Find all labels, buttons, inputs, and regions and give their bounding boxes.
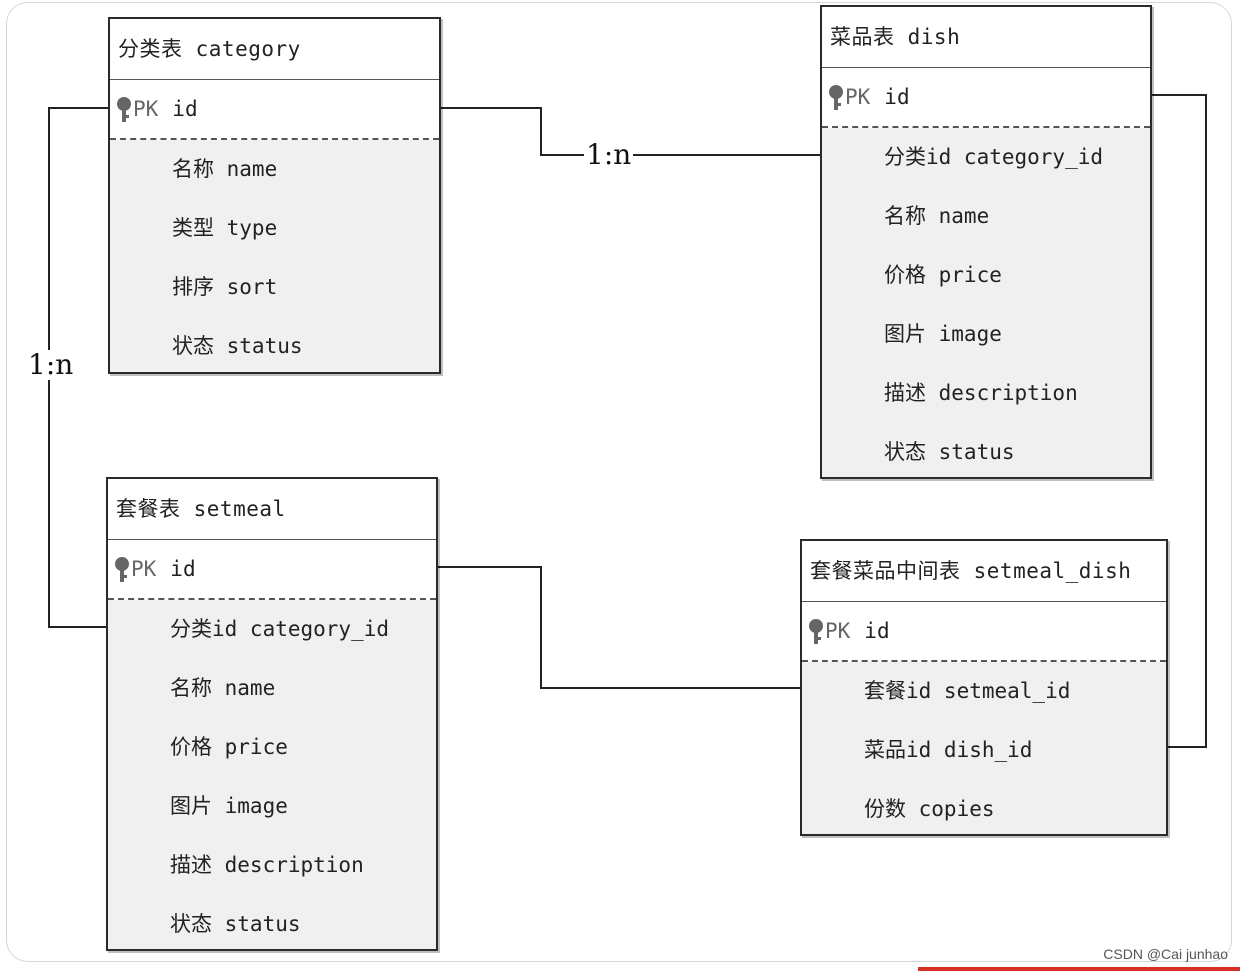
- field-list: 分类id category_id 名称 name 价格 price 图片 ima…: [108, 600, 436, 954]
- table-dish: 菜品表 dish PK id 分类id category_id 名称 name 价…: [820, 5, 1152, 479]
- primary-key-row: PK id: [110, 80, 439, 140]
- field-row: 图片 image: [884, 322, 1002, 346]
- relation-label-category-dish: 1:n: [584, 138, 634, 171]
- field-row: 描述 description: [884, 381, 1078, 405]
- table-title: 套餐菜品中间表 setmeal_dish: [802, 541, 1166, 602]
- field-row: 分类id category_id: [170, 617, 390, 641]
- primary-key-row: PK id: [802, 602, 1166, 662]
- line-category-dish: [440, 107, 821, 156]
- pk-label: PK: [133, 97, 159, 121]
- field-row: 图片 image: [170, 794, 288, 818]
- field-row: 分类id category_id: [884, 145, 1104, 169]
- relation-label-category-setmeal: 1:n: [26, 348, 76, 381]
- field-row: 名称 name: [884, 204, 990, 228]
- field-row: 套餐id setmeal_id: [864, 679, 1071, 703]
- field-row: 价格 price: [170, 735, 288, 759]
- line-setmeal-setmealdish: [438, 566, 801, 689]
- pk-label: PK: [845, 85, 871, 109]
- field-row: 菜品id dish_id: [864, 738, 1033, 762]
- key-icon: [809, 619, 823, 644]
- primary-key-row: PK id: [822, 68, 1150, 128]
- key-icon: [829, 85, 843, 110]
- watermark: CSDN @Cai junhao: [1103, 946, 1228, 962]
- table-title: 套餐表 setmeal: [108, 479, 436, 540]
- field-row: 状态 status: [170, 912, 301, 936]
- table-title: 分类表 category: [110, 19, 439, 80]
- line-dish-setmealdish: [1151, 94, 1207, 748]
- table-title: 菜品表 dish: [822, 7, 1150, 68]
- accent-bar: [918, 967, 1240, 971]
- field-list: 名称 name 类型 type 排序 sort 状态 status: [110, 140, 439, 376]
- pk-field: id: [172, 97, 198, 121]
- field-row: 状态 status: [172, 334, 303, 358]
- pk-field: id: [884, 85, 910, 109]
- pk-field: id: [170, 557, 196, 581]
- field-list: 分类id category_id 名称 name 价格 price 图片 ima…: [822, 128, 1150, 482]
- field-row: 份数 copies: [864, 797, 995, 821]
- field-row: 状态 status: [884, 440, 1015, 464]
- key-icon: [117, 97, 131, 122]
- field-row: 排序 sort: [172, 275, 278, 299]
- field-row: 名称 name: [170, 676, 276, 700]
- key-icon: [115, 557, 129, 582]
- pk-field: id: [864, 619, 890, 643]
- pk-label: PK: [131, 557, 157, 581]
- field-row: 描述 description: [170, 853, 364, 877]
- field-row: 价格 price: [884, 263, 1002, 287]
- table-setmeal: 套餐表 setmeal PK id 分类id category_id 名称 nam…: [106, 477, 438, 951]
- primary-key-row: PK id: [108, 540, 436, 600]
- table-setmeal-dish: 套餐菜品中间表 setmeal_dish PK id 套餐id setmeal_i…: [800, 539, 1168, 836]
- field-row: 名称 name: [172, 157, 278, 181]
- field-row: 类型 type: [172, 216, 278, 240]
- table-category: 分类表 category PK id 名称 name 类型 type 排序 sor…: [108, 17, 441, 374]
- pk-label: PK: [825, 619, 851, 643]
- field-list: 套餐id setmeal_id 菜品id dish_id 份数 copies: [802, 662, 1166, 839]
